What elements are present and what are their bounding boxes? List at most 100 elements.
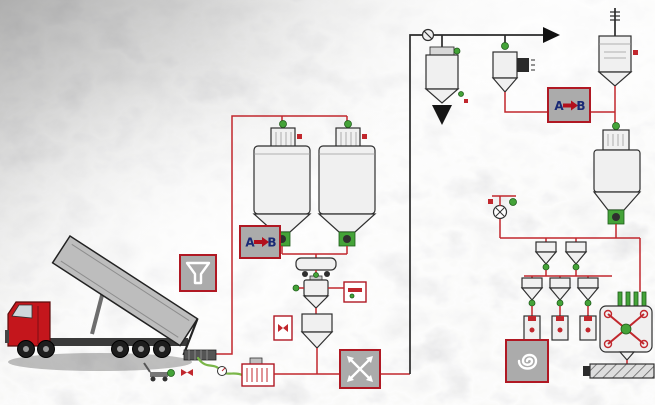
- inline-check-valve: [421, 28, 435, 42]
- inlet-port: [617, 291, 623, 307]
- green-valve: [167, 369, 175, 377]
- pallet-truck: [143, 362, 168, 382]
- collect-pipes: [281, 246, 348, 258]
- tipper-truck: [5, 234, 199, 371]
- hopper-cone: [300, 331, 334, 349]
- pallet-truck-wheel: [162, 376, 168, 382]
- dosing-hopper: [300, 313, 334, 349]
- container-mark: [529, 327, 535, 333]
- diverter-box-right: A B: [547, 87, 591, 123]
- silo1-body: [253, 145, 311, 215]
- hopper-cone: [520, 287, 544, 301]
- hopper-body: [301, 313, 333, 333]
- intake-pit: [183, 349, 217, 361]
- hopper-cone: [564, 251, 588, 265]
- container-cap: [528, 316, 536, 321]
- valve-wing: [187, 369, 193, 376]
- valve-wing: [181, 369, 187, 376]
- conveyor-trough: [589, 363, 655, 379]
- container-cap: [584, 316, 592, 321]
- arrowhead: [347, 375, 354, 382]
- arrowhead: [366, 356, 373, 363]
- hopper-body: [577, 277, 599, 289]
- riser-pipe: [214, 115, 347, 355]
- open-tailgate: [182, 318, 199, 356]
- front-grill: [5, 330, 9, 343]
- hopper-cone: [534, 251, 558, 265]
- diverter-right-label-b: B: [576, 99, 585, 113]
- cross-line: [348, 357, 372, 381]
- valve-tag-card: [273, 315, 293, 341]
- mixer-icon-box: [339, 349, 381, 389]
- container-cap: [556, 316, 564, 321]
- rotary-valve-rotor: [612, 213, 620, 221]
- blower-filter-unit: [241, 357, 275, 387]
- inlet-port: [641, 291, 647, 307]
- receiver-cap: [429, 46, 455, 56]
- discharge-arrow: [432, 105, 452, 125]
- pressure-gauge: [217, 366, 227, 376]
- receiver-cone: [597, 71, 633, 87]
- diverter-right-label-a: A: [554, 99, 564, 113]
- indicator-bar: [348, 288, 362, 292]
- inlet-valve: [313, 272, 319, 278]
- pallet-truck-body: [150, 372, 168, 377]
- sensor: [362, 134, 367, 139]
- blade-tip: [639, 339, 649, 349]
- product-container-2: [551, 315, 569, 341]
- valve-symbol-wing: [278, 324, 283, 332]
- hopper-body: [593, 149, 641, 193]
- cyclone-cone: [491, 77, 519, 93]
- trailer-rib: [71, 243, 190, 321]
- trailer-body: [51, 234, 199, 347]
- storage-silo-2: [317, 120, 377, 247]
- wheel-hub: [159, 346, 165, 352]
- arrowhead: [347, 356, 354, 363]
- intake-hose-and-valves: [143, 356, 275, 387]
- batch-hopper-1: [520, 277, 544, 307]
- cap-valve: [453, 47, 461, 55]
- right-arrow-icon: [254, 237, 269, 247]
- sensor: [297, 134, 302, 139]
- spiral-icon-box: [505, 339, 549, 383]
- drive-motor: [517, 58, 529, 72]
- vessel-cone: [302, 295, 330, 309]
- crossed-arrows-icon: [347, 356, 373, 382]
- product-container-3: [579, 315, 597, 341]
- storage-silo-1: [252, 120, 312, 247]
- sensor: [464, 99, 468, 103]
- day-hopper: [592, 122, 642, 225]
- mixer-outlet: [618, 351, 636, 361]
- container-fill-drops: [531, 306, 589, 316]
- vent-valve: [612, 122, 620, 130]
- pressure-vessel: [302, 272, 330, 309]
- discharge-valve: [584, 299, 592, 307]
- main-riser-pipe: [409, 34, 543, 374]
- filter-cap: [249, 357, 263, 365]
- discharge-valve: [528, 299, 536, 307]
- screw-conveyor: [583, 363, 655, 379]
- funnel-icon-box: [179, 254, 217, 292]
- feeder-wheel: [302, 271, 308, 277]
- batch-hopper-3: [576, 277, 600, 307]
- silo2-body: [318, 145, 376, 215]
- flow-arrow: [543, 27, 560, 43]
- sensor: [633, 50, 638, 55]
- blade-tip: [603, 309, 613, 319]
- inlet-port: [633, 291, 639, 307]
- hopper-cone: [548, 287, 572, 301]
- gauge-needle: [221, 367, 226, 372]
- cab-window: [11, 304, 33, 319]
- cyclone-separator: [491, 35, 535, 93]
- manifold-b: [524, 270, 612, 277]
- isolation-valve: [509, 198, 517, 206]
- vacuum-pump-station: [488, 195, 517, 238]
- feeder-wheel: [324, 271, 330, 277]
- vent-valve: [344, 120, 352, 128]
- inlet-port: [625, 291, 631, 307]
- hopper-body: [521, 277, 543, 289]
- indicator-lamp: [349, 293, 355, 299]
- vacuum-receiver: [424, 35, 468, 125]
- discharge-valve: [542, 263, 550, 271]
